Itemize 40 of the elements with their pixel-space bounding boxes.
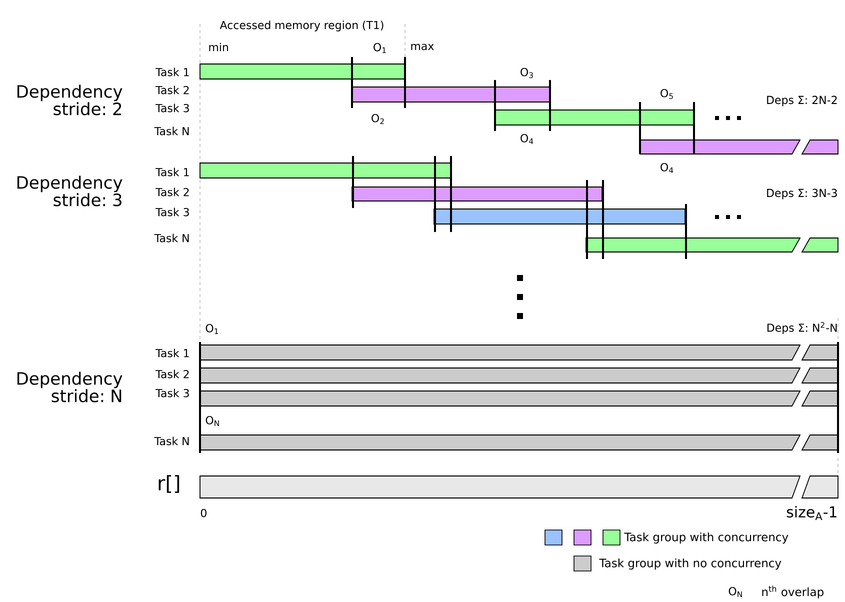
task-bar bbox=[200, 344, 838, 360]
row-label: Task 2 bbox=[156, 370, 189, 378]
text-label: Accessed memory region (T1) bbox=[220, 20, 384, 32]
task-bar bbox=[494, 110, 694, 126]
text-label: O$_{N}$ bbox=[728, 587, 742, 597]
text-label: min bbox=[209, 42, 228, 52]
task-bar bbox=[200, 434, 838, 450]
row-label: Task 1 bbox=[156, 68, 189, 76]
task-bar bbox=[200, 64, 406, 80]
task-bar bbox=[586, 238, 838, 252]
text-label: O$_{N}$ bbox=[206, 416, 219, 426]
text-label: O$_{2}$ bbox=[372, 114, 384, 124]
text-label: max bbox=[411, 44, 434, 50]
task-bar bbox=[352, 186, 602, 202]
row-label: r[] bbox=[158, 475, 180, 493]
task-bar bbox=[640, 140, 838, 154]
row-label: Task N bbox=[154, 234, 189, 242]
task-bar bbox=[434, 208, 686, 224]
task-bar bbox=[200, 162, 452, 178]
legend-text: Task group with no concurrency bbox=[599, 558, 782, 570]
group-label: Dependency stride: 2 bbox=[17, 84, 122, 116]
row-label: Task N bbox=[154, 126, 189, 136]
legend-text: n$^{th}$ overlap bbox=[762, 586, 824, 598]
text-label: O$_{4}$ bbox=[520, 134, 534, 144]
task-bar bbox=[200, 368, 838, 384]
task-bar bbox=[200, 476, 838, 498]
row-label: Task 1 bbox=[156, 348, 189, 358]
text-label: Deps Σ: 3N-3 bbox=[767, 188, 837, 200]
text-label: 0 bbox=[200, 508, 206, 518]
task-bar bbox=[200, 390, 838, 406]
task-bar bbox=[352, 86, 550, 102]
text-label: Deps Σ: N$^{2}$-N bbox=[767, 322, 837, 334]
group-label: Dependency stride: 3 bbox=[17, 176, 122, 206]
row-label: Task 3 bbox=[156, 104, 189, 112]
row-label: Task 2 bbox=[156, 188, 189, 196]
row-label: Task 2 bbox=[156, 86, 189, 94]
group-label: Dependency stride: N bbox=[17, 372, 122, 402]
row-label: Task 3 bbox=[156, 208, 189, 216]
row-label: Task 3 bbox=[156, 388, 189, 398]
legend-text: Task group with concurrency bbox=[624, 532, 788, 544]
